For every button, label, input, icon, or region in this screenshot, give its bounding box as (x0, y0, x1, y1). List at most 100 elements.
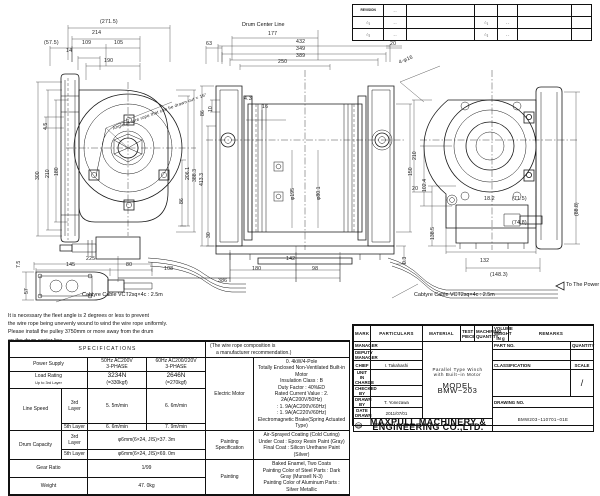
specifications-table: SPECIFICATIONS (The wire rope compositio… (8, 340, 351, 496)
spec-label-weight: Weight (9, 476, 88, 496)
power-supply-label: To The Power Supply (566, 282, 600, 288)
drum-center-line-label: Drum Center Line (242, 22, 285, 28)
dim-18-2: 18.2 (484, 196, 495, 202)
value-checked-by (370, 385, 423, 397)
dim-7-5: 7.5 (16, 260, 22, 268)
revision-header: REVISION (351, 4, 385, 17)
value-part-no (492, 349, 571, 361)
revision-row-1: △1 - - △1 - - (351, 16, 593, 29)
paint-spec-line-3: Final Coat : Silicon Urethane Paint (Sil… (263, 445, 340, 458)
spec-painting-specification-lines: Air-Sprayed Coating (Cold Curing) Under … (253, 430, 351, 461)
revision-date-1: - - (383, 16, 407, 29)
revision-end-1 (570, 16, 593, 29)
spec-label-drum-capacity: Drum Capacity (9, 430, 62, 461)
drum-capacity-layer-3rd: 3rd Layer (61, 430, 88, 451)
spec-corner-note: (The wire rope composition is a manufact… (205, 341, 351, 358)
dim-86-front: 86 (200, 110, 206, 116)
label-quantity: QUANTITY (570, 341, 595, 350)
dim-271-5: (271.5) (100, 19, 118, 25)
dim-57: 57 (24, 288, 30, 294)
spec-label-electric-motor: Electric Motor (205, 356, 255, 432)
spec-label-painting: Painting (205, 459, 255, 496)
spec-power-col2: 60Hz AC200/220V 3-PHASE (145, 357, 207, 372)
label-deputy-manager: DEPUTY MANAGER (353, 349, 378, 361)
dim-30: 30 (206, 232, 212, 238)
dim-177: 177 (268, 31, 278, 37)
value-deputy-manager (370, 349, 423, 361)
th-material: MATERIAL (422, 325, 461, 342)
revision-triangle-1b: △1 (474, 16, 498, 29)
drawing-sheet: (271.5) 214 (57.5) 109 105 14 190 300 21… (8, 4, 600, 496)
note-line-3: Please install the pulley 3750mm or more… (8, 329, 154, 336)
right-side-view (399, 65, 580, 272)
drum-capacity-layer-5th: 5th Layer (61, 449, 88, 461)
spec-gear-ratio-value: 1/99 (86, 459, 207, 478)
dim-206-1: 206.1 (185, 167, 191, 180)
revision-header-mark2 (474, 4, 498, 17)
model-number: MODEL BMW−203 (437, 381, 478, 395)
painting-spec-label-2: Specification (215, 445, 244, 452)
painting-line-2: Painting Color of Steel Parts : Dark Gra… (262, 467, 341, 480)
left-side-view (36, 25, 196, 260)
spec-label-gear-ratio: Gear Ratio (9, 459, 88, 478)
label-checked-by: CHECKED BY (353, 385, 377, 397)
spec-label-power-supply: Power Supply (9, 357, 88, 372)
dim-214: 214 (92, 30, 102, 36)
dim-413-3: 413.3 (199, 173, 205, 186)
label-scale: SCALE (570, 360, 594, 370)
dim-210-right: 210 (412, 151, 418, 160)
dim-180: 180 (54, 167, 60, 176)
th-mark: MARK (353, 325, 371, 342)
load-col1-kgf: (=330kgf) (106, 379, 128, 386)
revision-desc-2 (405, 28, 476, 41)
maxpull-logo-icon (355, 421, 363, 429)
motor-line-7: : 1. 9A(AC220V/60Hz) (276, 410, 327, 417)
line-speed-3rd-col1: 5. 5m/min (87, 387, 147, 425)
power-col2-line1: 60Hz AC200/220V (155, 358, 197, 364)
value-quantity (570, 349, 594, 361)
dim-389: 389 (296, 53, 306, 59)
spec-label-painting-specification: Painting Specification (205, 430, 255, 461)
product-name-line-1: Parallel Type Winch (432, 367, 483, 372)
th-remarks: REMARKS (508, 325, 594, 342)
label-chief: CHIEF (353, 360, 371, 370)
load-col2-kgf: (=270kgf) (165, 379, 187, 386)
company-row: MAXPULL MACHINERY & ENGINEERING CO.,LTD. (353, 417, 493, 432)
dim-71-5: (71.5) (512, 196, 527, 202)
revision-desc-2b (517, 28, 572, 41)
label-manager: MANAGER (353, 341, 378, 350)
revision-header-date2 (496, 4, 519, 17)
line-speed-layer-3rd: 3rd Layer (61, 387, 88, 425)
revision-row-2: △2 - - △2 - - (351, 28, 593, 41)
product-name-line-2: with Built−in Motor (433, 372, 482, 377)
revision-header-date: - - (383, 4, 407, 17)
label-drawing-no: DRAWING NO. (492, 396, 594, 408)
corner-note-2: a manufacturer recommendation.) (216, 349, 292, 356)
load-col1-value: 3234N (107, 372, 127, 380)
load-col2-value: 2646N (166, 372, 186, 380)
revision-date-2b: - - (496, 28, 519, 41)
dim-4-5: 4.5 (43, 122, 49, 130)
dim-180-bottom: 180 (252, 266, 262, 272)
cable-label-left: Cabtyre Cable VCT2sq×4c : 2.5m (82, 292, 163, 298)
dim-74-8: (74.8) (512, 220, 527, 226)
revision-end-2 (570, 28, 593, 41)
dim-14: 14 (66, 48, 73, 54)
dim-132: 132 (480, 258, 490, 264)
spec-label-load-rating: Load Rating Up to 3rd Layer (9, 370, 88, 389)
motor-line-8: Electromagnetic Brake(Spring Actuated Ty… (257, 416, 346, 430)
product-name: Parallel Type Winch with Built−in Motor … (422, 341, 493, 419)
paint-spec-line-1: Air-Sprayed Coating (Cold Curing) (263, 432, 340, 439)
line-speed-5th-col1: 6. 6m/min (87, 423, 147, 432)
load-rating-label: Load Rating (35, 373, 62, 380)
load-rating-sublabel: Up to 3rd Layer (35, 379, 62, 385)
dim-102-4: 102.4 (422, 179, 428, 192)
company-name: MAXPULL MACHINERY & ENGINEERING CO.,LTD. (369, 417, 487, 432)
dim-20-front: 20 (390, 41, 397, 47)
dim-150: 150 (408, 167, 414, 176)
dim-109: 109 (82, 40, 92, 46)
dim-108: 108 (164, 266, 174, 272)
spec-load-col1: 3234N (=330kgf) (87, 370, 147, 389)
value-chief: I. Takahashi (370, 360, 423, 370)
revision-desc-1b (517, 16, 572, 29)
